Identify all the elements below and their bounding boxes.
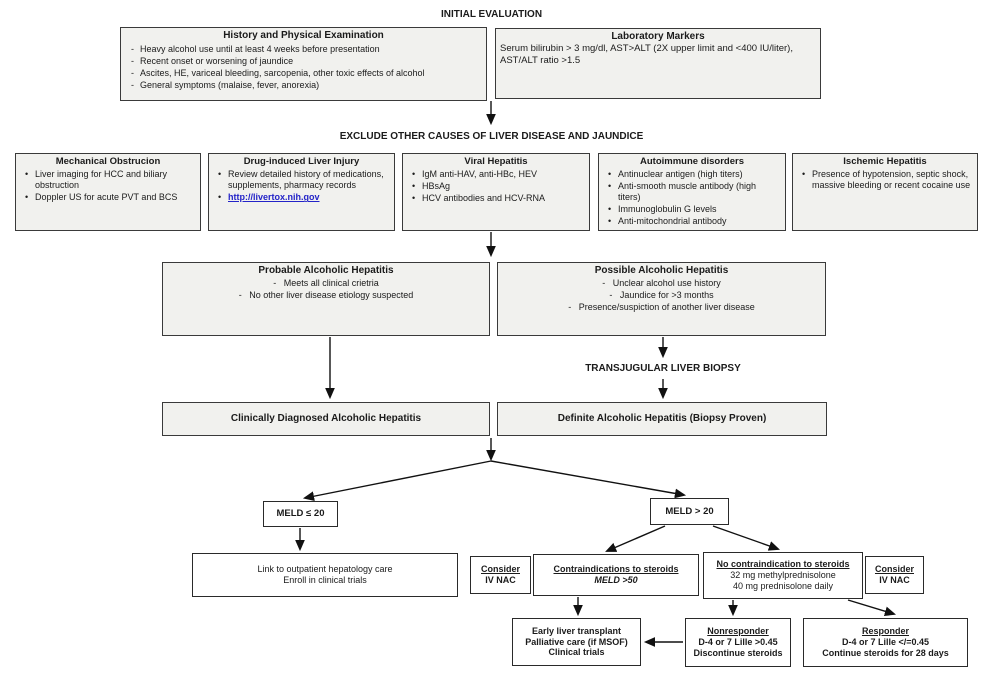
list-item: Immunoglobulin G levels	[605, 204, 781, 215]
lab-title: Laboratory Markers	[611, 31, 705, 42]
contra-text: MELD >50	[594, 575, 638, 585]
initial-evaluation-label: INITIAL EVALUATION	[440, 9, 543, 20]
list-item: Heavy alcohol use until at least 4 weeks…	[127, 44, 482, 55]
list-item: HCV antibodies and HCV-RNA	[409, 193, 585, 204]
box-outpatient-care: Link to outpatient hepatology care Enrol…	[192, 553, 458, 597]
box-ischemic-hepatitis: Ischemic Hepatitis Presence of hypotensi…	[792, 153, 978, 231]
transjugular-biopsy-label: TRANSJUGULAR LIVER BIOPSY	[585, 363, 741, 374]
transplant-line: Clinical trials	[548, 647, 605, 658]
list-item: Review detailed history of medications, …	[215, 169, 390, 191]
meld-low-text: MELD ≤ 20	[276, 508, 325, 520]
responder-line: Continue steroids for 28 days	[822, 647, 949, 658]
nac-left-title: Consider	[480, 564, 520, 575]
box-probable-alcoholic-hepatitis: Probable Alcoholic Hepatitis Meets all c…	[162, 262, 490, 336]
history-title: History and Physical Examination	[223, 30, 384, 41]
nac-right-title: Consider	[874, 564, 914, 575]
no-contra-line: 40 mg prednisolone daily	[732, 580, 834, 591]
box-consider-iv-nac-right: Consider IV NAC	[865, 556, 924, 594]
viral-title: Viral Hepatitis	[464, 156, 528, 167]
ischemic-title: Ischemic Hepatitis	[843, 156, 927, 167]
box-meld-le-20: MELD ≤ 20	[263, 501, 338, 527]
contra-title: Contraindications to steroids	[553, 564, 679, 575]
autoimmune-title: Autoimmune disorders	[640, 156, 744, 167]
box-consider-iv-nac-left: Consider IV NAC	[470, 556, 531, 594]
box-possible-alcoholic-hepatitis: Possible Alcoholic Hepatitis Unclear alc…	[497, 262, 826, 336]
box-responder: Responder D-4 or 7 Lille </=0.45 Continu…	[803, 618, 968, 667]
transplant-line: Early liver transplant	[531, 625, 622, 636]
no-contra-title: No contraindication to steroids	[716, 559, 850, 570]
list-item: Meets all clinical crietria	[163, 278, 489, 289]
box-viral-hepatitis: Viral Hepatitis IgM anti-HAV, anti-HBc, …	[402, 153, 590, 231]
box-contraindications-steroids: Contraindications to steroids MELD >50	[533, 554, 699, 596]
lab-text: Serum bilirubin > 3 mg/dl, AST>ALT (2X u…	[500, 43, 793, 66]
box-no-contraindication-steroids: No contraindication to steroids 32 mg me…	[703, 552, 863, 599]
history-items: Heavy alcohol use until at least 4 weeks…	[121, 42, 486, 93]
meld-high-text: MELD > 20	[665, 505, 714, 517]
box-meld-gt-20: MELD > 20	[650, 498, 729, 525]
box-history-physical: History and Physical Examination Heavy a…	[120, 27, 487, 101]
nonresponder-line: D-4 or 7 Lille >0.45	[698, 637, 778, 648]
box-mechanical-obstruction: Mechanical Obstrucion Liver imaging for …	[15, 153, 201, 231]
list-item: Anti-mitochondrial antibody	[605, 216, 781, 227]
outpatient-line: Enroll in clinical trials	[283, 575, 367, 585]
list-item: Unclear alcohol use history	[498, 278, 825, 289]
definite-text: Definite Alcoholic Hepatitis (Biopsy Pro…	[557, 412, 767, 424]
livertox-link[interactable]: http://livertox.nih.gov	[228, 192, 320, 203]
drug-title: Drug-induced Liver Injury	[243, 156, 360, 167]
list-item: http://livertox.nih.gov	[215, 192, 390, 203]
box-autoimmune-disorders: Autoimmune disorders Antinuclear antigen…	[598, 153, 786, 231]
list-item: Recent onset or worsening of jaundice	[127, 56, 482, 67]
responder-title: Responder	[861, 626, 909, 637]
nac-left-text: IV NAC	[485, 575, 516, 585]
no-contra-line: 32 mg methylprednisolone	[730, 570, 836, 581]
list-item: IgM anti-HAV, anti-HBc, HEV	[409, 169, 585, 180]
exclude-causes-label: EXCLUDE OTHER CAUSES OF LIVER DISEASE AN…	[339, 131, 644, 142]
list-item: Liver imaging for HCC and biliary obstru…	[22, 169, 196, 191]
box-drug-induced-injury: Drug-induced Liver Injury Review detaile…	[208, 153, 395, 231]
outpatient-line: Link to outpatient hepatology care	[257, 564, 393, 575]
list-item: Anti-smooth muscle antibody (high titers…	[605, 181, 781, 203]
box-definite-biopsy-proven: Definite Alcoholic Hepatitis (Biopsy Pro…	[497, 402, 827, 436]
mechanical-title: Mechanical Obstrucion	[55, 156, 161, 167]
responder-line: D-4 or 7 Lille </=0.45	[841, 637, 930, 648]
list-item: Presence of hypotension, septic shock, m…	[799, 169, 973, 191]
nac-right-text: IV NAC	[879, 575, 910, 585]
probable-title: Probable Alcoholic Hepatitis	[258, 265, 394, 276]
list-item: HBsAg	[409, 181, 585, 192]
list-item: Presence/suspiction of another liver dis…	[498, 302, 825, 313]
list-item: Doppler US for acute PVT and BCS	[22, 192, 196, 203]
possible-title: Possible Alcoholic Hepatitis	[594, 265, 729, 276]
box-nonresponder: Nonresponder D-4 or 7 Lille >0.45 Discon…	[685, 618, 791, 667]
clinical-text: Clinically Diagnosed Alcoholic Hepatitis	[230, 412, 422, 424]
list-item: General symptoms (malaise, fever, anorex…	[127, 80, 482, 91]
list-item: No other liver disease etiology suspecte…	[163, 290, 489, 301]
box-early-liver-transplant: Early liver transplant Palliative care (…	[512, 618, 641, 666]
box-laboratory-markers: Laboratory Markers Serum bilirubin > 3 m…	[495, 28, 821, 99]
nonresponder-title: Nonresponder	[707, 626, 769, 637]
nonresponder-line: Discontinue steroids	[693, 647, 783, 658]
list-item: Jaundice for >3 months	[498, 290, 825, 301]
list-item: Ascites, HE, variceal bleeding, sarcopen…	[127, 68, 482, 79]
list-item: Antinuclear antigen (high titers)	[605, 169, 781, 180]
transplant-line: Palliative care (if MSOF)	[525, 636, 628, 647]
box-clinically-diagnosed: Clinically Diagnosed Alcoholic Hepatitis	[162, 402, 490, 436]
